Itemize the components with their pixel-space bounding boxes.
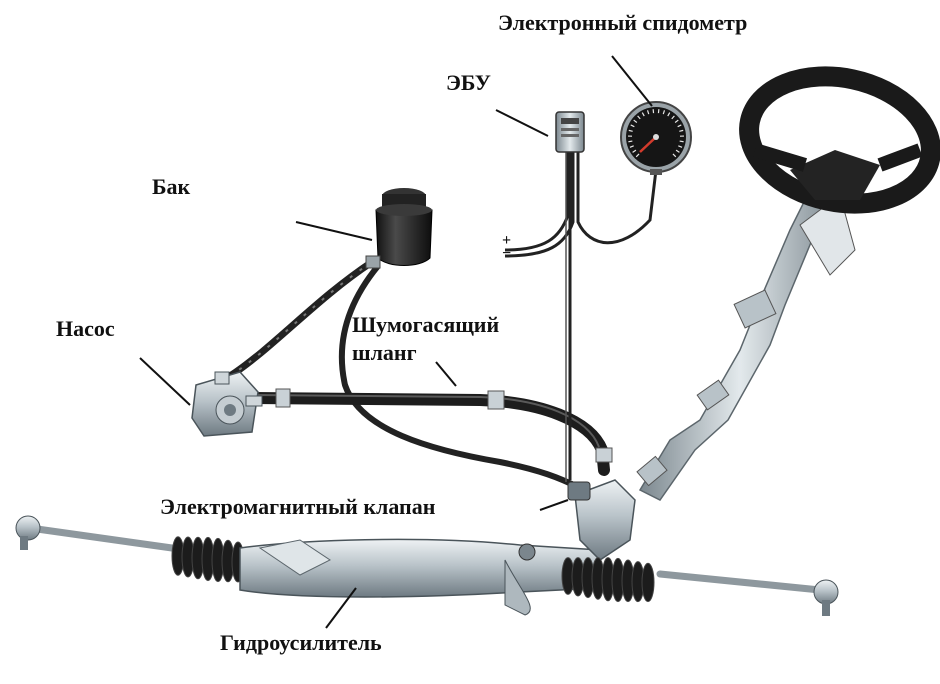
label-ecu: ЭБУ — [446, 70, 491, 96]
label-tank: Бак — [152, 174, 190, 200]
leader-speedometer — [612, 56, 652, 106]
leader-hose — [436, 362, 456, 386]
steering-column — [637, 170, 855, 500]
label-pump: Насос — [56, 316, 115, 342]
leader-tank — [296, 222, 372, 240]
leader-ecu — [496, 110, 548, 136]
label-hose-line2: шланг — [352, 340, 417, 366]
ecu-terminal-minus: − — [502, 241, 511, 267]
ecu-unit — [556, 112, 584, 152]
gauge-tick — [628, 141, 632, 142]
label-valve: Электромагнитный клапан — [160, 494, 435, 520]
noise-damping-hose — [250, 389, 612, 470]
label-hose-line1: Шумогасящий — [352, 312, 499, 338]
pump — [192, 372, 262, 436]
leader-valve — [540, 500, 568, 510]
speedometer-gauge — [621, 102, 691, 175]
label-booster: Гидроусилитель — [220, 630, 382, 656]
steering-wheel — [737, 60, 940, 220]
return-hose — [342, 266, 580, 488]
boot-ring — [642, 563, 654, 601]
gauge-tick — [680, 141, 684, 142]
leader-pump — [140, 358, 190, 405]
label-speedometer: Электронный спидометр — [498, 10, 747, 36]
reservoir-tank — [366, 188, 432, 268]
